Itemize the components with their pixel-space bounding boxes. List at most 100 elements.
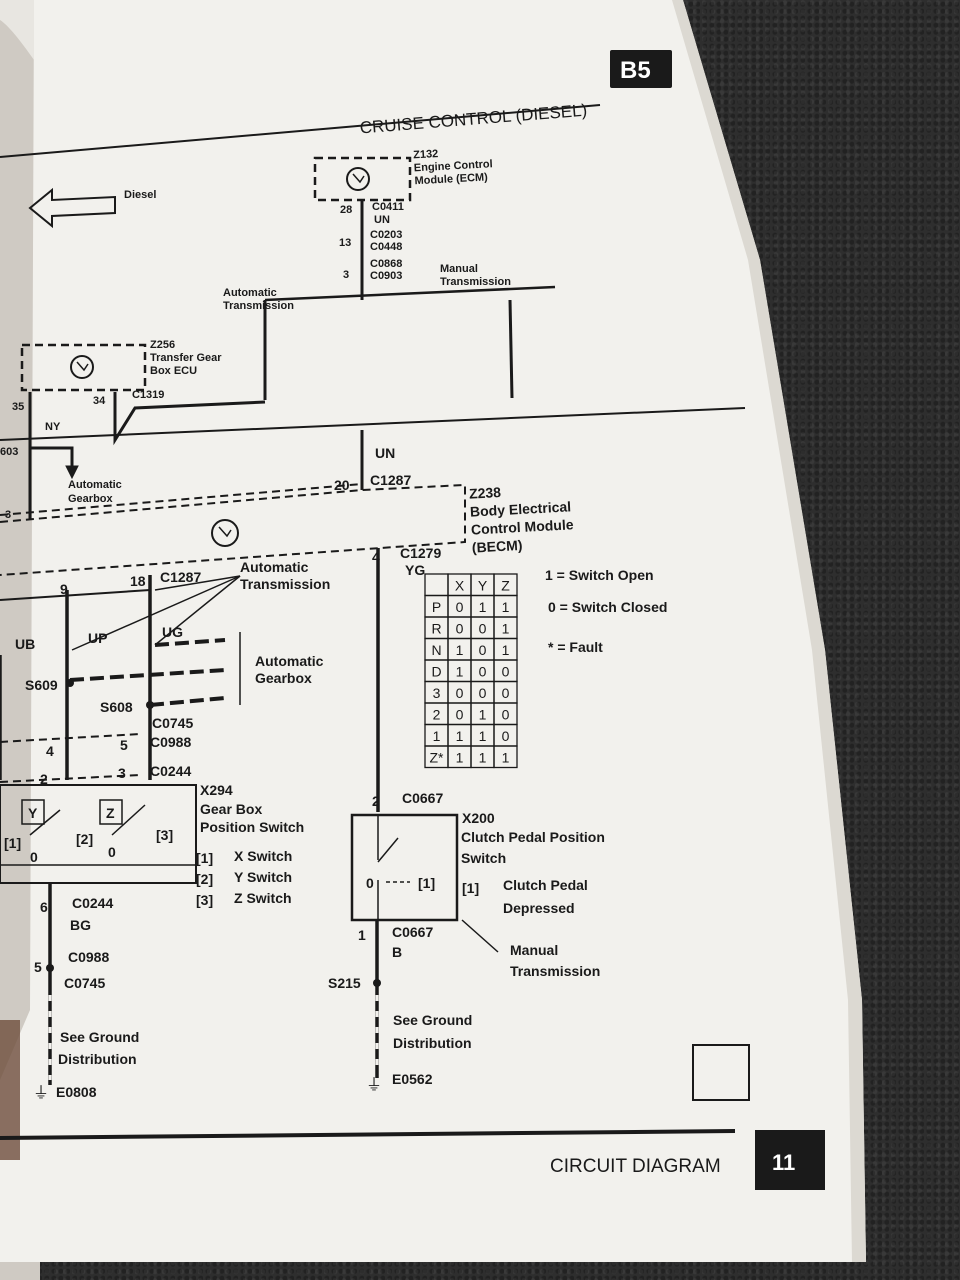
s609-label: S609 xyxy=(25,677,58,693)
ecm-line1: Engine Control xyxy=(414,158,493,174)
tgb-ny: NY xyxy=(45,421,61,433)
ecm-c0448: C0448 xyxy=(370,241,402,253)
z-box xyxy=(99,799,123,825)
s215-dot xyxy=(373,979,381,987)
ll-ground2: Distribution xyxy=(58,1051,137,1067)
ecm-pin28: 28 xyxy=(340,204,352,216)
auto-pin9: 9 xyxy=(60,581,68,597)
cr-e0562: E0562 xyxy=(392,1071,433,1087)
gs-wire-1 xyxy=(29,809,61,836)
truth-table-value: N xyxy=(431,642,441,658)
manual-arrow xyxy=(461,919,499,953)
gs-legend2-key: [2] xyxy=(196,871,213,887)
clutch-legend-key: [1] xyxy=(462,880,479,896)
auto-top-bus xyxy=(0,589,151,601)
ecm-id: Z132 xyxy=(413,148,439,161)
z-switch-letter: Z xyxy=(106,805,115,821)
legend-fault: * = Fault xyxy=(548,639,603,655)
arrow-at-3 xyxy=(154,575,241,646)
truth-table-header: X xyxy=(455,578,465,594)
becm-pin4: 4 xyxy=(372,549,380,565)
becm-pin20: 20 xyxy=(334,477,350,493)
auto-pin2: 2 xyxy=(40,771,48,787)
truth-table-value: 1 xyxy=(479,750,487,766)
auto-pin3: 3 xyxy=(118,765,126,781)
ecm-pin3: 3 xyxy=(343,269,349,281)
truth-table-value: 0 xyxy=(456,599,464,615)
ll-ground-icon: ⏚ xyxy=(33,1084,49,1102)
truth-table-value: 0 xyxy=(479,664,487,680)
x200-line1: Clutch Pedal Position xyxy=(461,829,605,845)
tgb-ecu-icon-pointer xyxy=(76,361,89,372)
clutch-term1: [1] xyxy=(418,875,435,891)
becm-inner-dash xyxy=(0,483,363,516)
branch-bus xyxy=(264,285,556,302)
gs-term3: [3] xyxy=(156,827,173,843)
ll-c0988: C0988 xyxy=(68,949,109,965)
truth-table-value: 1 xyxy=(479,728,487,744)
truth-table-value: 1 xyxy=(456,664,464,680)
auto-c1287: C1287 xyxy=(160,569,201,585)
mid-bus xyxy=(0,407,746,441)
truth-table-value: 1 xyxy=(479,707,487,723)
y-switch-letter: Y xyxy=(28,805,38,821)
ll-ground1: See Ground xyxy=(60,1029,139,1045)
cr-ground1: See Ground xyxy=(393,1012,472,1028)
y-box xyxy=(21,799,45,825)
clutch-switch-box xyxy=(350,813,459,922)
auto-gearbox-2: Gearbox xyxy=(68,493,114,505)
x294-id: X294 xyxy=(200,782,233,798)
truth-table-value: 0 xyxy=(456,621,464,637)
s215-label: S215 xyxy=(328,975,361,991)
c0988-upper: C0988 xyxy=(150,734,191,750)
clutch-pin2: 2 xyxy=(372,793,380,809)
clutch-pin1: 1 xyxy=(358,927,366,943)
s608-dot xyxy=(146,701,154,709)
clutch-b: B xyxy=(392,944,402,960)
becm-c1279: C1279 xyxy=(400,545,441,561)
tgb-id: Z256 xyxy=(150,339,175,351)
tgb-ecu-icon xyxy=(70,355,94,379)
x200-line2: Switch xyxy=(461,850,506,866)
cr-ground-icon: ⏚ xyxy=(366,1076,382,1094)
paper-sheet xyxy=(0,0,866,1262)
becm-boundary-top xyxy=(0,483,466,576)
clutch-legend1: Clutch Pedal xyxy=(503,877,588,893)
diesel-label: Diesel xyxy=(124,189,156,201)
auto-pin4: 4 xyxy=(46,743,54,759)
auto-gearbox-right-2: Gearbox xyxy=(255,670,312,686)
truth-table-value: 0 xyxy=(479,621,487,637)
header-rule xyxy=(0,104,601,158)
truth-table-value: 0 xyxy=(502,728,510,744)
ecm-ecu-icon-pointer xyxy=(352,173,365,184)
tgb-s603: 603 xyxy=(0,446,18,458)
truth-table-value: 0 xyxy=(502,664,510,680)
truth-table-value: 1 xyxy=(456,642,464,658)
c0244-dash xyxy=(0,774,141,783)
hand-shadow xyxy=(0,1020,20,1160)
auto-trans-right-1: Automatic xyxy=(240,559,309,575)
gear-switch-box xyxy=(0,784,197,884)
c0745-upper: C0745 xyxy=(152,715,193,731)
tgb-line1: Transfer Gear xyxy=(150,352,222,364)
truth-table-value: 1 xyxy=(479,599,487,615)
truth-table-value: D xyxy=(431,664,441,680)
becm-un: UN xyxy=(375,445,395,461)
truth-table-value: 1 xyxy=(502,642,510,658)
ny-arrow xyxy=(65,465,79,480)
truth-table-value: 0 xyxy=(456,685,464,701)
clutch-zero: 0 xyxy=(366,875,374,891)
becm-yg: YG xyxy=(405,562,425,578)
gs-legend1-key: [1] xyxy=(196,850,213,866)
left-page-curl xyxy=(0,0,34,60)
clutch-manual1: Manual xyxy=(510,942,558,958)
auto-trans-label-1: Automatic xyxy=(223,287,277,299)
bus-right xyxy=(508,299,514,399)
ecm-pin13: 13 xyxy=(339,237,351,249)
ecm-ecu-icon xyxy=(346,167,370,191)
tgb-line2: Box ECU xyxy=(150,365,197,377)
gs-term1: [1] xyxy=(4,835,21,851)
tgb-pin34: 34 xyxy=(93,395,106,407)
clutch-c0667-bot: C0667 xyxy=(392,924,433,940)
manual-trans-label-1: Manual xyxy=(440,263,478,275)
